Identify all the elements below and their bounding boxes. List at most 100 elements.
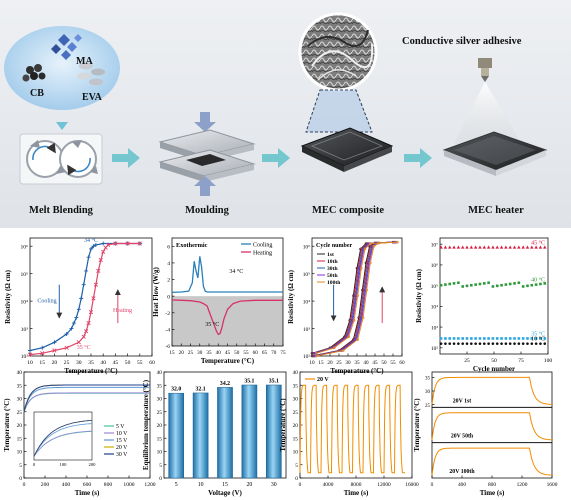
data-point	[452, 245, 456, 249]
data-point	[500, 342, 503, 345]
y-axis-label: Temperature (°C)	[279, 398, 287, 452]
data-point	[333, 346, 336, 350]
down-arrow-icon	[56, 112, 68, 130]
data-point	[342, 349, 345, 352]
legend-title: Cycle number	[316, 243, 352, 249]
data-point	[444, 283, 447, 286]
annotation-34c: 34 °C	[84, 237, 98, 244]
x-tick-label: 30	[345, 360, 351, 366]
data-point	[439, 342, 443, 345]
data-point	[530, 342, 534, 345]
x-tick-label: 20	[247, 482, 253, 488]
y-tick-label: 30	[157, 397, 163, 403]
x-tick-label: 0	[299, 482, 302, 488]
data-point	[470, 283, 473, 287]
data-point	[465, 284, 469, 288]
data-point	[452, 282, 456, 285]
y-tick-label: 10³	[21, 327, 29, 333]
x-axis-label: Temperature (°C)	[201, 357, 255, 365]
annotation-34c: 34 °C	[229, 268, 243, 275]
legend-label: 100th	[327, 280, 341, 286]
data-point	[499, 245, 504, 249]
x-axis-label: Time (s)	[480, 489, 505, 497]
arrow-icon-3	[404, 148, 432, 168]
data-point	[478, 245, 482, 249]
data-point	[52, 348, 57, 353]
data-point	[530, 283, 534, 287]
data-point	[452, 337, 456, 340]
x-tick-label: 40	[363, 360, 369, 366]
y-tick-label: 25	[17, 410, 23, 416]
data-point	[526, 337, 529, 340]
data-point	[465, 337, 469, 340]
x-tick-label: 5	[175, 482, 178, 488]
y-tick-label: 15	[17, 436, 23, 442]
mec-heater-icon	[442, 131, 548, 176]
data-point	[521, 337, 525, 340]
series-label: 35 °C	[531, 330, 545, 337]
x-tick-label: 65	[262, 350, 268, 356]
data-point	[96, 268, 101, 274]
series-line-10v	[23, 392, 150, 412]
data-point	[93, 282, 98, 287]
x-axis-label: Cycle number	[473, 365, 515, 373]
data-point	[137, 241, 142, 246]
y-tick-label: 0	[159, 476, 162, 482]
data-point	[457, 281, 460, 285]
x-tick-label: 40	[216, 350, 222, 356]
arrow-icon-2	[262, 148, 290, 168]
step-label-melt-blending: Melt Blending	[29, 205, 94, 216]
x-tick-label: 15	[39, 360, 45, 366]
x-tick-label: 30	[271, 482, 277, 488]
y-tick-label: -6	[165, 344, 170, 350]
data-point	[460, 245, 465, 249]
y-tick-label: 35	[17, 383, 23, 389]
series-line-15v	[23, 386, 150, 412]
data-point	[469, 245, 474, 249]
x-tick-label: 55	[243, 350, 249, 356]
data-point	[504, 283, 508, 286]
data-point	[508, 245, 512, 249]
x-tick-label: 800	[488, 482, 496, 488]
data-point	[40, 345, 45, 350]
x-tick-label: 60	[149, 360, 155, 366]
bar	[241, 384, 258, 479]
x-tick-label: 200	[41, 482, 50, 488]
data-point	[89, 246, 93, 251]
data-point	[439, 283, 443, 287]
y-axis-label: Resistivity (Ω cm)	[4, 269, 12, 323]
x-tick-label: 4000	[323, 482, 334, 488]
x-tick-label: 1600	[547, 482, 558, 488]
legend-label: 5 V	[116, 424, 125, 430]
data-point	[482, 337, 486, 340]
y-tick-label: 10⁴	[431, 305, 438, 311]
y-axis-label: Equilibrium temperature (°C)	[142, 379, 150, 470]
x-axis-label: Time (s)	[344, 489, 369, 497]
x-tick-label: 55	[390, 360, 396, 366]
panel-series-line	[431, 447, 553, 476]
y-tick-label: 10²	[21, 354, 29, 360]
bar	[168, 392, 185, 479]
legend-label: Cooling	[253, 242, 272, 248]
data-point	[521, 342, 525, 345]
y-axis-label: Temperature (°C)	[413, 398, 421, 452]
legend-label: 30 V	[116, 452, 128, 458]
data-point	[526, 342, 529, 345]
data-point	[465, 245, 469, 249]
data-point	[444, 337, 447, 340]
data-point	[534, 245, 538, 249]
y-tick-label: 10⁵	[431, 284, 438, 290]
data-point	[360, 266, 363, 270]
y-tick-label: 0	[19, 476, 22, 482]
data-point	[517, 342, 521, 345]
y-tick-label: 40	[293, 370, 299, 376]
x-tick-label: 25	[336, 360, 342, 366]
panel-label: 20V 50th	[451, 434, 474, 440]
data-point	[76, 307, 81, 312]
data-point	[508, 282, 512, 286]
data-point	[71, 321, 76, 326]
x-tick-label: 35	[354, 360, 360, 366]
data-point	[444, 342, 447, 345]
y-tick-label: 10⁴	[20, 299, 28, 305]
